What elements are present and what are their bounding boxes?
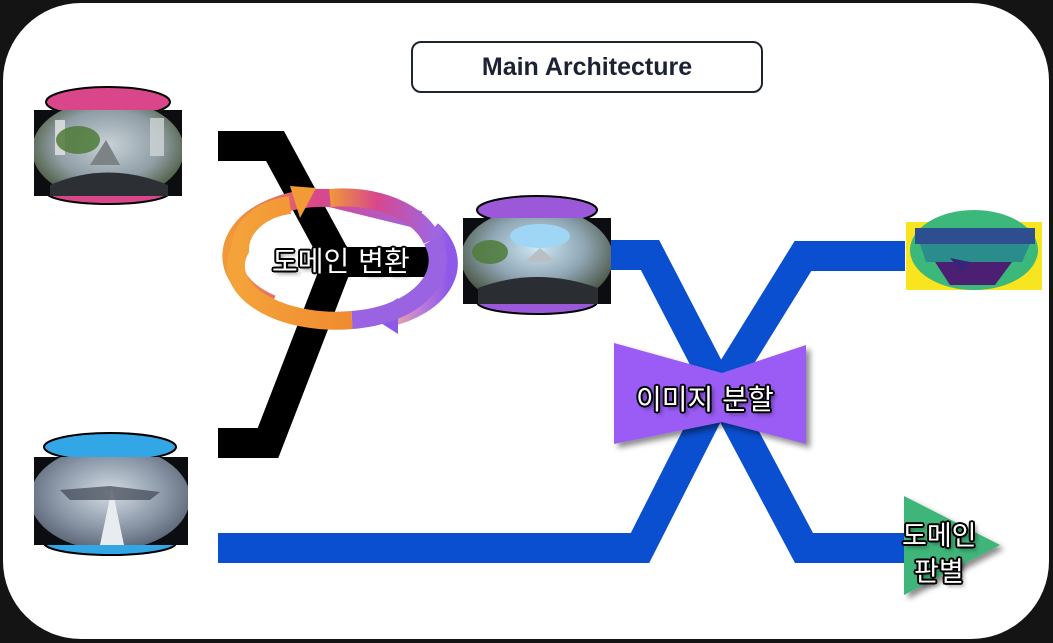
segmentation-output [906,210,1042,290]
domain-discriminator-label-line1: 도메인 [902,521,977,552]
domain-translation-label: 도메인 변환 [272,245,410,278]
cycle-arc-left [226,196,353,330]
page-title: Main Architecture [411,41,763,93]
image-segmentation-node [614,343,806,444]
translated-image [463,195,611,315]
domain-discriminator-node [904,496,1000,595]
segmentation-bowtie-shape [614,343,806,444]
source-domain-image [34,86,182,205]
domain-translation-cycle [222,186,458,334]
image-segmentation-label: 이미지 분할 [636,383,774,416]
discriminator-triangle-shape [904,496,1000,595]
cycle-arrowhead-top-icon [290,186,316,218]
target-cylinder-top [43,432,177,462]
domain-discriminator-label-line2: 판별 [914,557,964,588]
target-domain-image [34,432,188,556]
